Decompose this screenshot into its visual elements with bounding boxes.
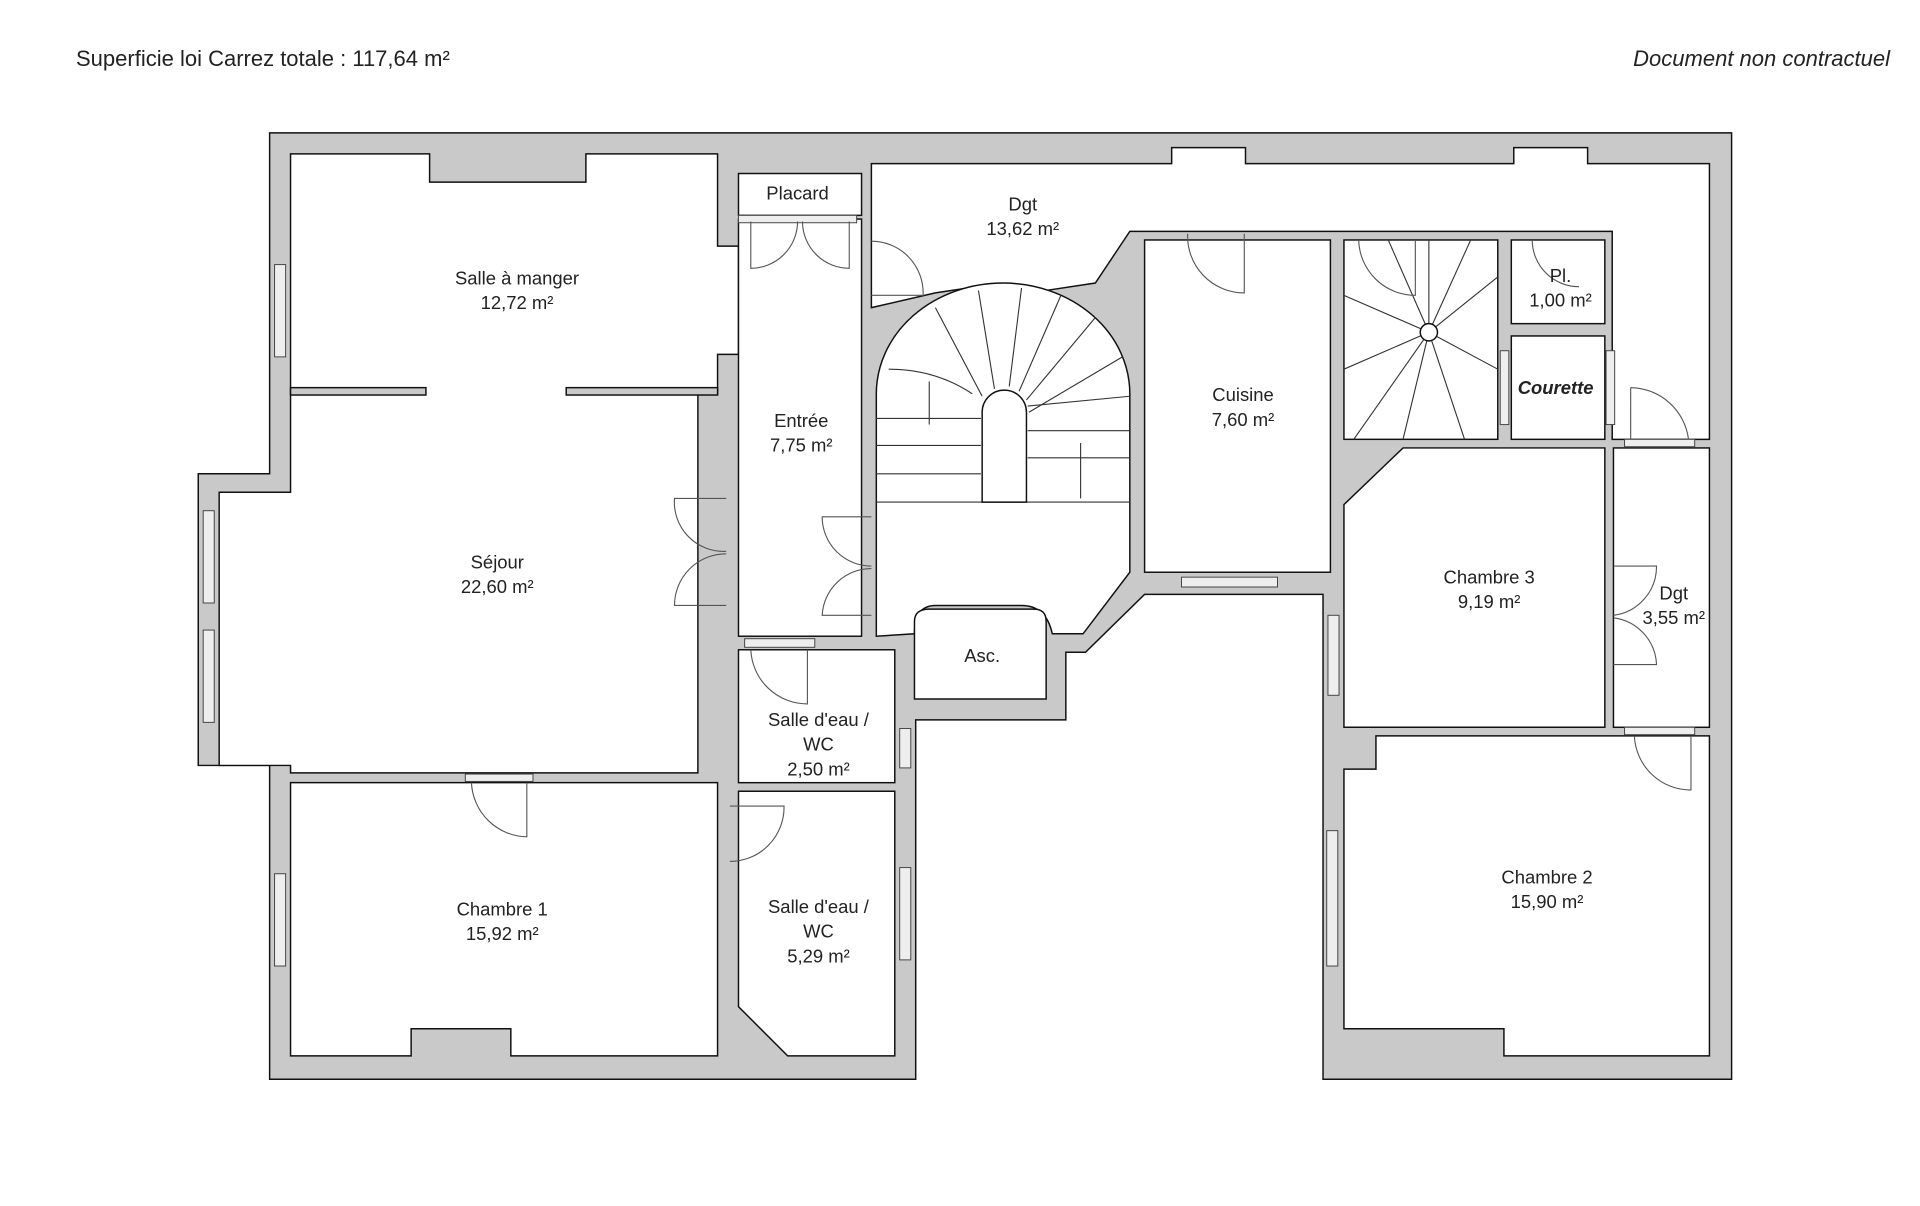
label-salle-eau-1-wc: WC: [803, 734, 834, 755]
room-cuisine: [1143, 239, 1332, 573]
label-pl: Pl.: [1550, 265, 1572, 286]
area-chambre-2: 15,90 m²: [1511, 891, 1584, 912]
spiral-staircase: [876, 287, 1130, 503]
room-salle-eau-1: [737, 649, 896, 784]
disclaimer-label: Document non contractuel: [1633, 46, 1890, 71]
area-salle-eau-2: 5,29 m²: [787, 945, 850, 966]
room-chambre-1: [289, 781, 719, 1057]
spiral-staircase-2: [1343, 239, 1499, 440]
label-courette: Courette: [1518, 377, 1594, 398]
label-cuisine: Cuisine: [1212, 384, 1274, 405]
label-salle-a-manger: Salle à manger: [455, 267, 579, 288]
label-salle-eau-1: Salle d'eau /: [768, 709, 870, 730]
room-salle-a-manger-sejour: [218, 153, 740, 774]
room-stair-2: [1343, 239, 1499, 441]
label-entree: Entrée: [774, 410, 828, 431]
total-area-label: Superficie loi Carrez totale : 117,64 m²: [76, 46, 450, 71]
windows: [202, 214, 1696, 967]
doors: [470, 221, 1692, 862]
label-salle-eau-2: Salle d'eau /: [768, 896, 870, 917]
room-salle-eau-2: [737, 790, 896, 1057]
label-dgt-top: Dgt: [1008, 193, 1037, 214]
area-cuisine: 7,60 m²: [1212, 409, 1275, 430]
area-pl: 1,00 m²: [1529, 289, 1592, 310]
label-chambre-2: Chambre 2: [1501, 867, 1592, 888]
room-courette: [1510, 335, 1606, 441]
partition-left: [289, 386, 427, 396]
room-chambre-3: [1343, 447, 1606, 729]
label-sejour: Séjour: [471, 552, 524, 573]
room-asc: [913, 608, 1047, 700]
area-sejour: 22,60 m²: [461, 576, 534, 597]
area-entree: 7,75 m²: [770, 435, 833, 456]
room-chambre-2: [1343, 735, 1711, 1057]
label-asc: Asc.: [964, 645, 1000, 666]
area-salle-eau-1: 2,50 m²: [787, 758, 850, 779]
area-dgt-right: 3,55 m²: [1642, 607, 1705, 628]
room-entree: [737, 218, 863, 637]
partition-right: [565, 386, 719, 396]
label-chambre-3: Chambre 3: [1444, 566, 1535, 587]
area-salle-a-manger: 12,72 m²: [481, 292, 554, 313]
label-placard: Placard: [766, 182, 829, 203]
room-dgt-right: [1612, 447, 1711, 729]
label-salle-eau-2-wc: WC: [803, 921, 834, 942]
label-dgt-right: Dgt: [1659, 582, 1688, 603]
area-chambre-1: 15,92 m²: [466, 923, 539, 944]
label-chambre-1: Chambre 1: [457, 899, 548, 920]
area-dgt-top: 13,62 m²: [986, 218, 1059, 239]
area-chambre-3: 9,19 m²: [1458, 591, 1521, 612]
